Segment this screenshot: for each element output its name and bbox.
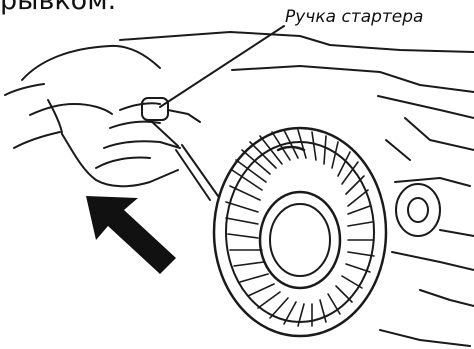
engine-body-outline <box>120 32 474 52</box>
engine-shroud-outline <box>232 66 474 92</box>
pull-direction-arrow <box>86 196 176 274</box>
engine-housing-right <box>378 96 474 118</box>
engine-side-edge <box>405 118 474 150</box>
hand-drawing <box>5 46 180 186</box>
engine-right-parts <box>380 140 474 346</box>
recoil-starter-cover <box>214 128 386 336</box>
starter-handle <box>142 98 218 200</box>
callout-leader-line <box>160 26 284 107</box>
